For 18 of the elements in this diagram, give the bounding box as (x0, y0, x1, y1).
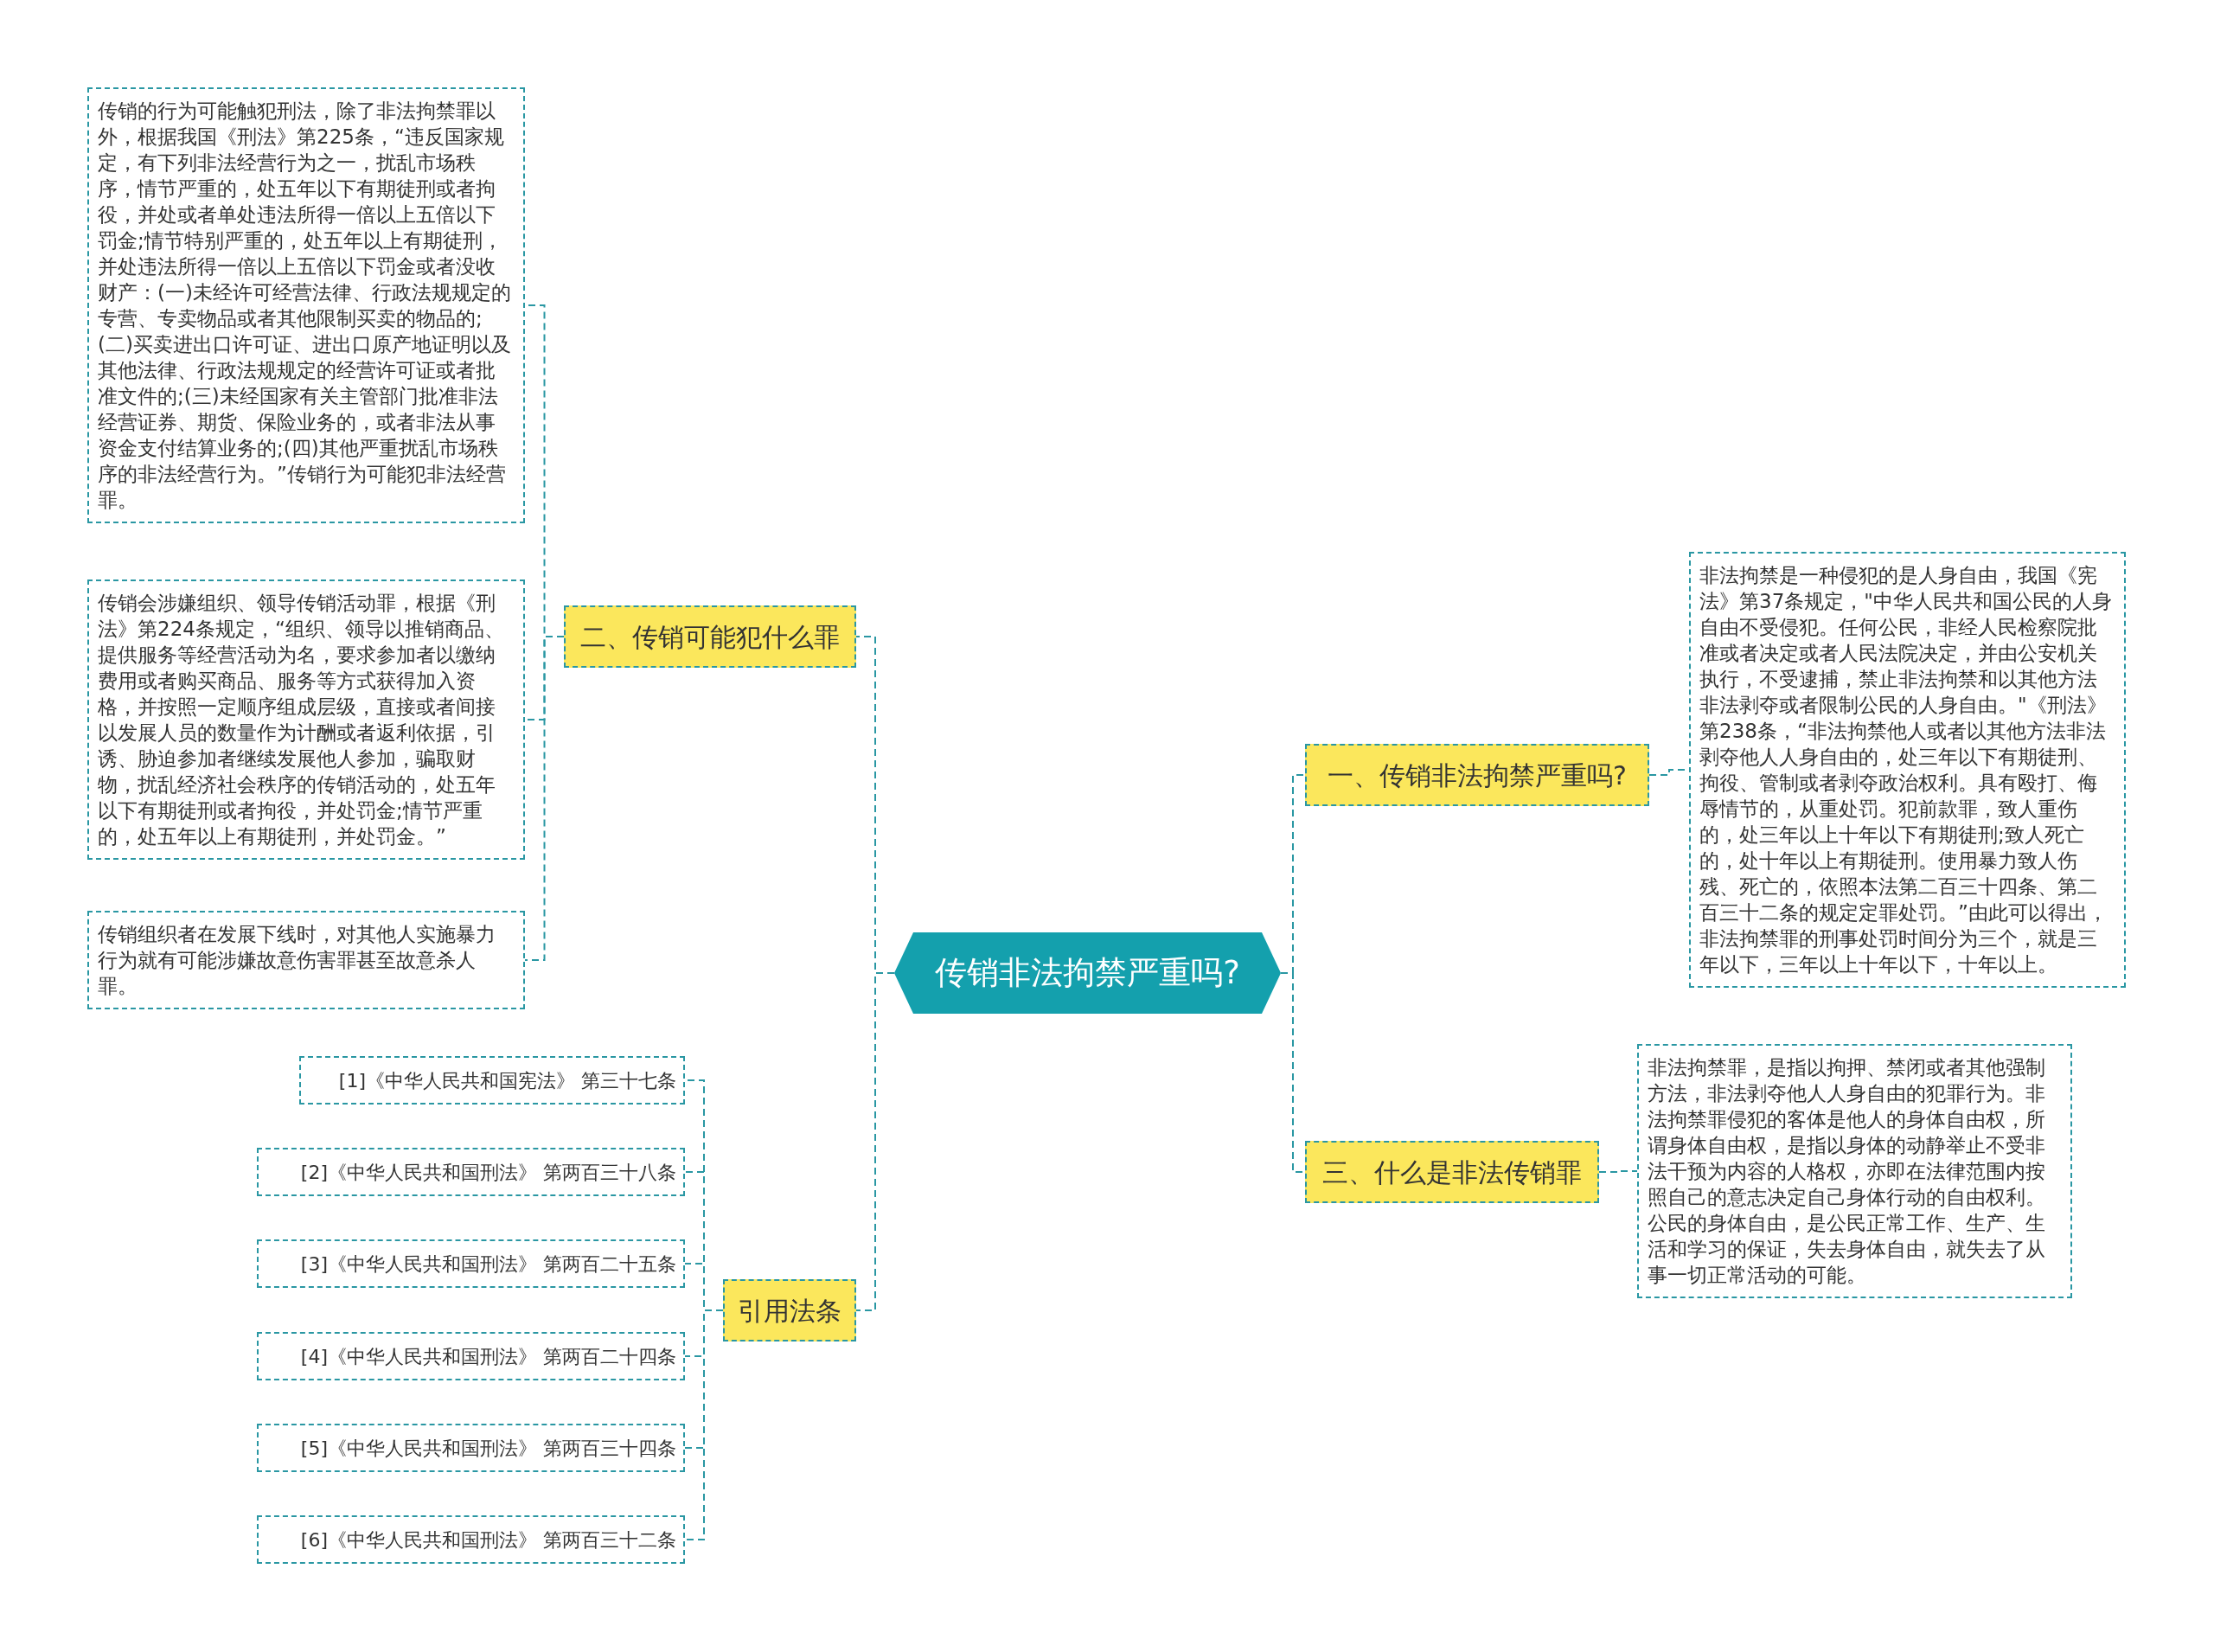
reference-box: [1]《中华人民共和国宪法》 第三十七条 (299, 1056, 685, 1105)
reference-box: [3]《中华人民共和国刑法》 第两百二十五条 (257, 1239, 685, 1288)
text-box: 非法拘禁罪，是指以拘押、禁闭或者其他强制方法，非法剥夺他人人身自由的犯罪行为。非法拘禁罪侵犯的客体是他人的身体自由权，所谓身体自由权，是指以身体的动静举止不受非法干预为内容的人格权，亦即在法律范围内按照自己的意志决定自己身体行动的自由权利。公民的身体自由，是公民正常工作、生产、生活和学习的保证，失去身体自由，就失去了从事一切正常活动的可能。 (1637, 1044, 2072, 1298)
reference-box: [6]《中华人民共和国刑法》 第两百三十二条 (257, 1515, 685, 1564)
connector-line (1598, 1170, 1638, 1173)
reference-box: [2]《中华人民共和国刑法》 第两百三十八条 (257, 1148, 685, 1196)
text-box: 传销组织者在发展下线时，对其他人实施暴力行为就有可能涉嫌故意伤害罪甚至故意杀人罪。 (87, 911, 525, 1009)
reference-box: [4]《中华人民共和国刑法》 第两百二十四条 (257, 1332, 685, 1380)
reference-box: [5]《中华人民共和国刑法》 第两百三十四条 (257, 1424, 685, 1472)
text-box: 非法拘禁是一种侵犯的是人身自由，我国《宪法》第37条规定，"中华人民共和国公民的人身自由不受侵犯。任何公民，非经人民检察院批准或者决定或者人民法院决定，并由公安机关执行，不受逮捕，禁止非法拘禁和以其他方法非法剥夺或者限制公民的人身自由。"《刑法》第238条，“非法拘禁他人或者以其他方法非法剥夺他人人身自由的，处三年以下有期徒刑、拘役、管制或者剥夺政治权利。具有殴打、侮辱情节的，从重处罚。犯前款罪，致人重伤的，处三年以上十年以下有期徒刑;致人死亡的，处十年以上有期徒刑。使用暴力致人伤残、死亡的，依照本法第二百三十四条、第二百三十二条的规定定罪处罚。”由此可以得出，非法拘禁罪的刑事处罚时间分为三个，就是三年以下，三年以上十年以下，十年以上。 (1689, 552, 2126, 988)
topic-box: 一、传销非法拘禁严重吗? (1305, 744, 1649, 806)
topic-box: 引用法条 (723, 1279, 856, 1341)
text-box: 传销的行为可能触犯刑法，除了非法拘禁罪以外，根据我国《刑法》第225条，“违反国家规定，有下列非法经营行为之一，扰乱市场秩序，情节严重的，处五年以下有期徒刑或者拘役，并处或者单处违法所得一倍以上五倍以下罚金;情节特别严重的，处五年以上有期徒刑，并处违法所得一倍以上五倍以下罚金或者没收财产：(一)未经许可经营法律、行政法规规定的专营、专卖物品或者其他限制买卖的物品的;(二)买卖进出口许可证、进出口原产地证明以及其他法律、行政法规规定的经营许可证或者批准文件的;(三)未经国家有关主管部门批准非法经营证券、期货、保险业务的，或者非法从事资金支付结算业务的;(四)其他严重扰乱市场秩序的非法经营行为。”传销行为可能犯非法经营罪。 (87, 87, 525, 523)
topic-box: 三、什么是非法传销罪 (1305, 1141, 1599, 1203)
connector-line (684, 1309, 724, 1540)
text-box: 传销会涉嫌组织、领导传销活动罪，根据《刑法》第224条规定，“组织、领导以推销商品、提供服务等经营活动为名，要求参加者以缴纳费用或者购买商品、服务等方式获得加入资格，并按照一定顺序组成层级，直接或者间接以发展人员的数量作为计酬或者返利依据，引诱、胁迫参加者继续发展他人参加，骗取财物，扰乱经济社会秩序的传销活动的，处五年以下有期徒刑或者拘役，并处罚金;情节严重的，处五年以上有期徒刑，并处罚金。” (87, 579, 525, 860)
topic-box: 二、传销可能犯什么罪 (564, 605, 856, 668)
central-topic: 传销非法拘禁严重吗? (894, 932, 1281, 1014)
